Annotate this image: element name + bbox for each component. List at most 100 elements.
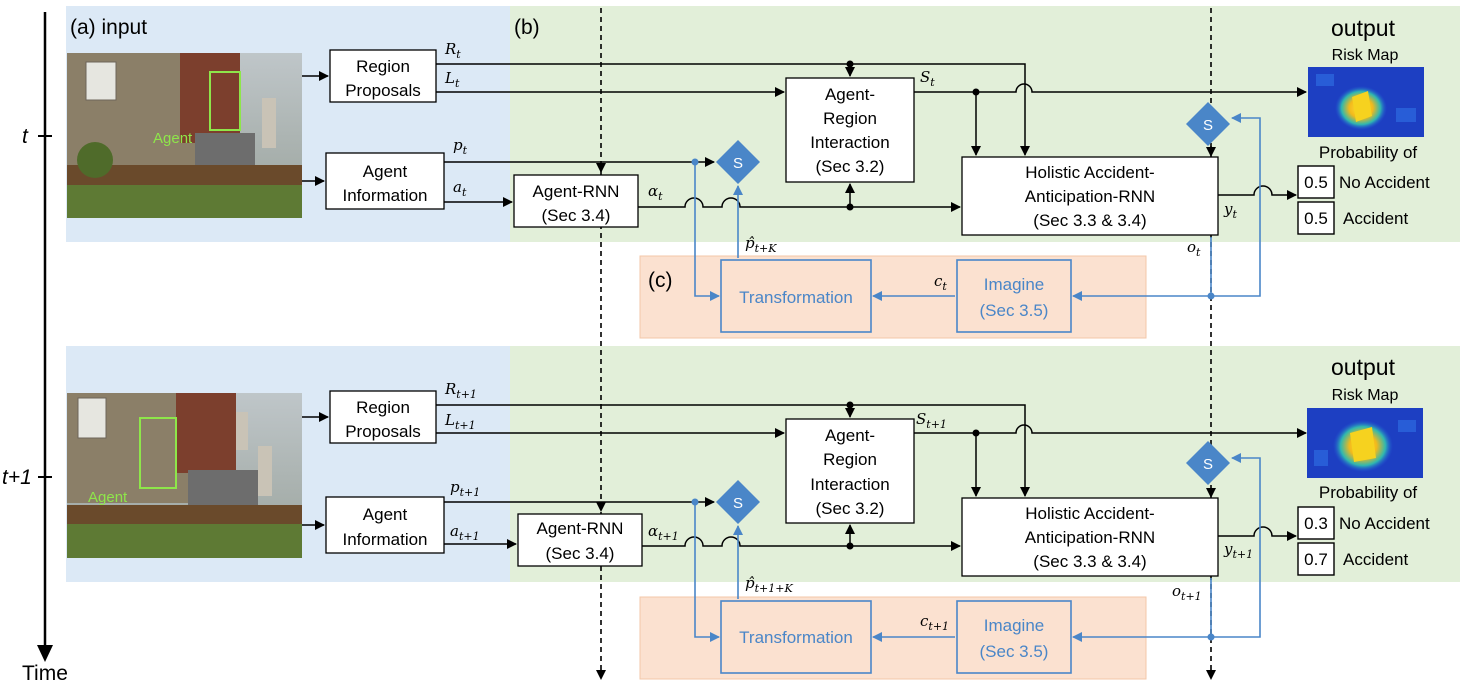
ari-line1-t: Agent- [825,85,875,104]
s-node-2-t: S [1186,102,1230,146]
var-a-t1: at+1 [450,522,480,543]
holistic-line2-t1: Anticipation-RNN [1025,528,1155,547]
probability-label-t: Probability of [1319,143,1418,162]
blue-connectors-t1 [694,453,1261,642]
var-p-t: pt [453,136,468,157]
var-y-t1: yt+1 [1223,540,1253,561]
ari-line1-t1: Agent- [825,426,875,445]
ari-line4-t1: (Sec 3.2) [816,499,885,518]
blue-junctions-t1 [691,498,1215,641]
prob-accident-t: 0.5 [1304,209,1328,228]
risk-map-label-t: Risk Map [1332,47,1399,64]
svg-text:S: S [1203,117,1213,134]
var-a-t: at [453,178,467,199]
agent-information-line1-t1: Agent [363,505,408,524]
connectors-t [302,63,1307,212]
prob-accident-box-t1 [1297,542,1335,576]
region-proposals-line2-t1: Proposals [345,422,421,441]
imagine-box-t1 [956,600,1072,674]
var-c-t1: ct+1 [920,612,949,633]
imagine-box-t [956,259,1072,333]
imagine-line1-t: Imagine [984,275,1044,294]
risk-map-t1 [1307,408,1423,478]
time-tick-t: t [22,125,29,148]
agent-information-box-t [325,152,445,210]
holistic-line3-t: (Sec 3.3 & 3.4) [1033,211,1146,230]
prob-accident-box-t [1297,201,1335,235]
region-proposals-box-t1 [329,390,437,444]
prob-no-accident-box-t1 [1297,506,1335,540]
svg-text:S: S [733,495,743,512]
transformation-label-t: Transformation [739,288,853,307]
ari-line2-t1: Region [823,450,877,469]
output-title-t: output [1331,15,1396,41]
agent-rnn-box-t1 [517,513,643,567]
region-proposals-line1-t: Region [356,57,410,76]
var-o-t1: ot+1 [1172,582,1202,603]
var-c-t: ct [934,272,947,293]
ari-line4-t: (Sec 3.2) [816,157,885,176]
input-frame-t: Agent [67,53,302,218]
s-node-2-t1: S [1186,441,1230,485]
holistic-rnn-box-t1 [961,497,1219,577]
holistic-rnn-box-t [961,156,1219,236]
prob-no-accident-t: 0.5 [1304,173,1328,192]
s-node-1-t: S [716,140,760,184]
no-accident-label-t1: No Accident [1339,514,1430,533]
agent-information-box-t1 [325,496,445,554]
row-t1: Agent Region Proposals Agent Information… [67,354,1430,674]
holistic-line1-t1: Holistic Accident- [1025,504,1154,523]
agent-rnn-line1-t: Agent-RNN [533,182,620,201]
agent-region-interaction-box-t [785,77,915,183]
agent-rnn-line2-t1: (Sec 3.4) [546,544,615,563]
s-node-1-t1: S [716,480,760,524]
probability-label-t1: Probability of [1319,483,1418,502]
agent-rnn-line1-t1: Agent-RNN [537,519,624,538]
time-axis: t t+1 Time [2,12,68,685]
accident-label-t1: Accident [1343,550,1408,569]
row-t: Agent Region Proposals Agent Information… [67,15,1430,333]
imagine-panel-t [639,255,1147,339]
region-proposals-line2-t: Proposals [345,81,421,100]
blue-junctions-t [691,158,1215,300]
var-alpha-t1: αt+1 [648,522,679,543]
var-phat-t: p̂t+K [745,234,777,255]
agent-region-interaction-box-t1 [785,418,915,524]
imagine-line1-t1: Imagine [984,616,1044,635]
agent-tag-t1: Agent [88,489,128,506]
ari-line2-t: Region [823,109,877,128]
risk-map-t [1308,67,1424,137]
risk-map-label-t1: Risk Map [1332,387,1399,404]
agent-rnn-line2-t: (Sec 3.4) [542,206,611,225]
panel-a-label: (a) input [70,16,147,39]
holistic-line2-t: Anticipation-RNN [1025,187,1155,206]
agent-information-line2-t1: Information [342,530,427,549]
ari-line3-t1: Interaction [810,475,889,494]
output-title-t1: output [1331,354,1396,380]
junctions-t [846,60,980,211]
svg-text:S: S [733,155,743,172]
no-accident-label-t: No Accident [1339,173,1430,192]
transformation-box-t [720,259,872,333]
var-phat-t1: p̂t+1+K [745,574,793,595]
ari-line3-t: Interaction [810,133,889,152]
region-proposals-line1-t1: Region [356,398,410,417]
panel-b-label: (b) [514,16,540,39]
var-L-t: Lt [444,69,460,90]
junctions-t1 [846,401,980,550]
region-proposals-box-t [329,49,437,103]
agent-information-line2-t: Information [342,186,427,205]
prob-accident-t1: 0.7 [1304,550,1328,569]
var-p-t1: pt+1 [450,478,480,499]
var-R-t1: Rt+1 [444,380,477,401]
agent-information-line1-t: Agent [363,162,408,181]
var-S-t: St [920,68,935,89]
panel-c-label: (c) [648,269,673,292]
connectors-t1 [302,404,1307,551]
holistic-line3-t1: (Sec 3.3 & 3.4) [1033,552,1146,571]
imagine-panel-t1 [639,596,1147,680]
time-axis-label: Time [22,662,68,685]
var-y-t: yt [1223,200,1237,221]
var-L-t1: Lt+1 [444,411,476,432]
